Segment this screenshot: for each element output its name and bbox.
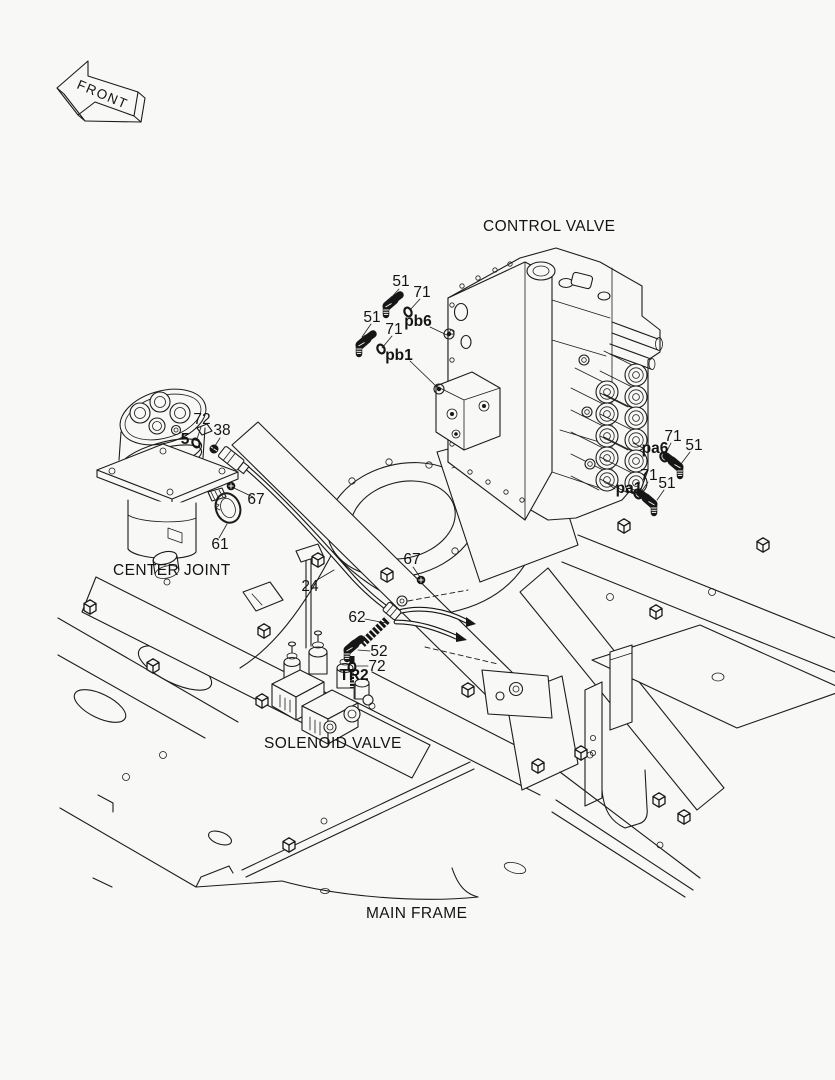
callout-5: 5	[180, 431, 190, 448]
center-joint-drawing	[96, 388, 242, 586]
callout-61: 61	[211, 536, 229, 553]
clamp-61	[207, 487, 242, 524]
elbow-fitting-pb6	[383, 295, 400, 315]
callout-51: 51	[685, 437, 703, 454]
callout-51: 51	[392, 273, 410, 290]
hose-62	[359, 589, 499, 665]
callout-pb1: pb1	[385, 347, 413, 364]
callout-71: 71	[640, 467, 658, 484]
elbow-fitting-pb1	[356, 334, 373, 354]
callout-72: 72	[368, 658, 386, 675]
callout-62: 62	[348, 609, 366, 626]
o-ring-72	[189, 436, 203, 450]
callout-51: 51	[658, 475, 676, 492]
control-valve-drawing	[433, 247, 663, 521]
callout-51: 51	[363, 309, 381, 326]
callout-pa6: pa6	[641, 440, 669, 457]
callout-67: 67	[403, 551, 421, 568]
main-frame-title: MAIN FRAME	[366, 905, 468, 922]
callout-71: 71	[664, 428, 682, 445]
callout-pb6: pb6	[404, 313, 432, 330]
callout-TR2: TR2	[339, 667, 369, 684]
hose-24	[243, 464, 395, 615]
callout-71: 71	[385, 321, 403, 338]
callout-52: 52	[370, 643, 388, 660]
leader-lines	[196, 288, 691, 700]
callout-67: 67	[247, 491, 265, 508]
solenoid-valve-drawing	[271, 630, 376, 745]
front-arrow: FRONT	[56, 60, 146, 123]
solenoid-valve-title: SOLENOID VALVE	[264, 735, 402, 752]
callout-24: 24	[301, 578, 319, 595]
callout-pa1: pa1	[615, 480, 643, 497]
callout-71: 71	[413, 284, 431, 301]
bolt-67	[226, 481, 236, 491]
callout-38: 38	[213, 422, 231, 439]
bolt-67	[416, 575, 426, 585]
center-joint-title: CENTER JOINT	[113, 562, 231, 579]
callout-72: 72	[193, 411, 211, 428]
fitting-38	[218, 446, 250, 475]
control-valve-title: CONTROL VALVE	[483, 218, 616, 235]
